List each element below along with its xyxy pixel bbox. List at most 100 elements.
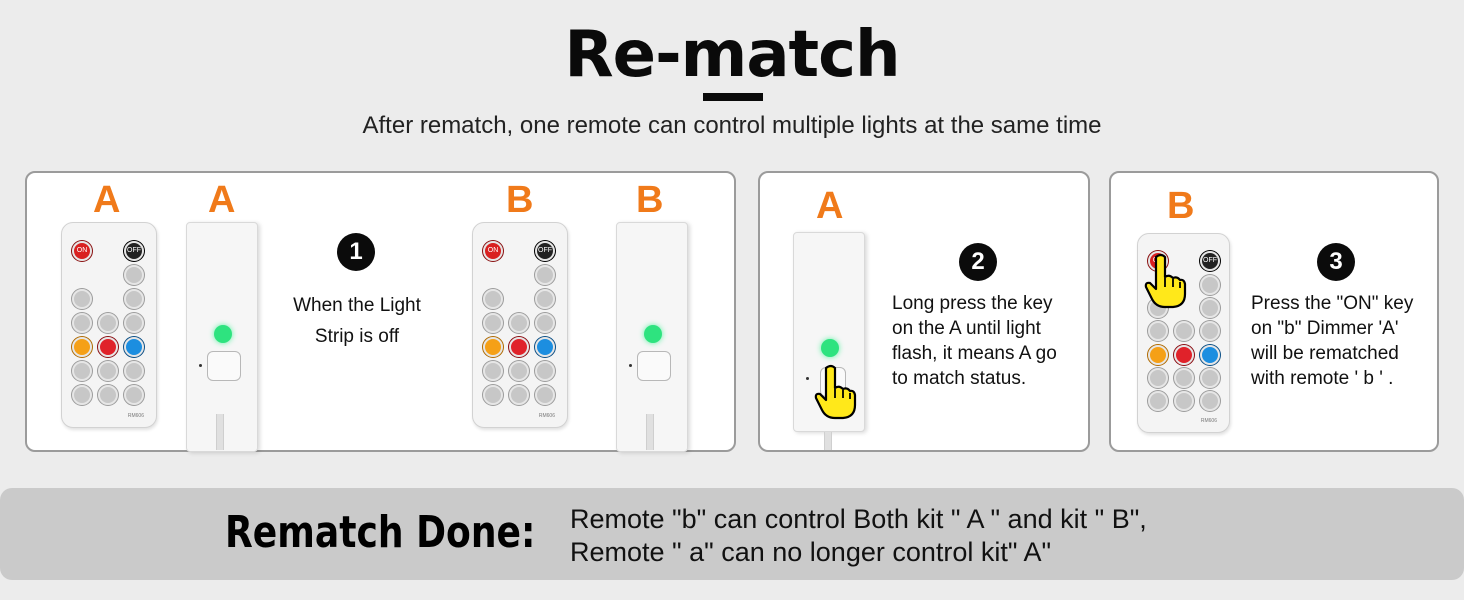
reset-hole	[629, 364, 632, 367]
remote-key	[72, 313, 92, 333]
remote-key	[1200, 298, 1220, 318]
remote-key	[535, 361, 555, 381]
controller-b-cable	[646, 414, 654, 450]
remote-key	[1148, 321, 1168, 341]
remote-key	[98, 385, 118, 405]
step-3-text-line: with remote ' b ' .	[1251, 368, 1394, 389]
remote-key	[483, 385, 503, 405]
step-3-text-line: will be rematched	[1251, 343, 1399, 364]
pointing-hand-icon	[814, 364, 857, 420]
remote-key	[1200, 275, 1220, 295]
remote-key	[535, 313, 555, 333]
remote-key	[124, 385, 144, 405]
remote-brand: RM606	[127, 413, 144, 419]
step-3-text: Press the "ON" key on "b" Dimmer 'A' wil…	[1251, 291, 1413, 391]
remote-brand: RM606	[1200, 418, 1217, 424]
remote-key	[535, 385, 555, 405]
power-off-icon: OFF	[124, 241, 144, 261]
step-2-number: 2	[959, 243, 997, 281]
remote-key	[535, 289, 555, 309]
status-led	[644, 325, 662, 343]
title-underline	[703, 93, 763, 101]
remote-key	[124, 361, 144, 381]
reset-hole	[199, 364, 202, 367]
page-title: Re-match	[564, 18, 900, 92]
remote-key	[509, 313, 529, 333]
remote-key	[1174, 368, 1194, 388]
remote-key	[1174, 345, 1194, 365]
remote-key	[72, 337, 92, 357]
step-1-number: 1	[337, 233, 375, 271]
step-2-text-line: on the A until light	[892, 318, 1041, 339]
result-banner	[0, 488, 1464, 580]
step-3-number: 3	[1317, 243, 1355, 281]
remote-key	[483, 337, 503, 357]
remote-key	[72, 289, 92, 309]
remote-key	[72, 385, 92, 405]
remote-key	[483, 289, 503, 309]
status-led	[821, 339, 839, 357]
remote-key	[1148, 368, 1168, 388]
remote-key	[483, 361, 503, 381]
controller-a-label: A	[208, 179, 236, 221]
controller-a-cable	[216, 414, 224, 450]
remote-key	[509, 361, 529, 381]
remote-key	[535, 265, 555, 285]
result-line: Remote " a" can no longer control kit" A…	[570, 537, 1052, 567]
step-1-panel: A A B B ON OFF RM606 1 When the Light Stri…	[25, 171, 736, 452]
step-3-text-line: Press the "ON" key	[1251, 293, 1414, 314]
remote-key	[1148, 391, 1168, 411]
step-2-text-line: Long press the key	[892, 293, 1053, 314]
remote-key	[509, 385, 529, 405]
pair-key	[637, 351, 671, 381]
remote-key	[124, 265, 144, 285]
remote-b-label: B	[506, 179, 534, 221]
controller-a-cable	[824, 432, 832, 450]
controller-b-label: B	[636, 179, 664, 221]
page-subtitle: After rematch, one remote can control mu…	[362, 112, 1102, 139]
power-on-icon: ON	[72, 241, 92, 261]
remote-key	[483, 313, 503, 333]
remote-key	[124, 337, 144, 357]
remote-a-label: A	[93, 179, 121, 221]
remote-key	[98, 361, 118, 381]
remote-key	[98, 337, 118, 357]
remote-key	[1200, 345, 1220, 365]
remote-key	[1200, 391, 1220, 411]
remote-b-label: B	[1167, 185, 1195, 227]
remote-key	[124, 313, 144, 333]
power-off-icon: OFF	[535, 241, 555, 261]
controller-b	[616, 222, 688, 452]
status-led	[214, 325, 232, 343]
remote-key	[1174, 321, 1194, 341]
step-2-text-line: flash, it means A go	[892, 343, 1057, 364]
remote-key	[509, 337, 529, 357]
controller-a	[186, 222, 258, 452]
power-on-icon: ON	[483, 241, 503, 261]
rematch-result-text: Remote "b" can control Both kit " A " an…	[570, 503, 1147, 569]
remote-key	[98, 313, 118, 333]
pair-key	[207, 351, 241, 381]
step-2-text: Long press the key on the A until light …	[892, 291, 1057, 391]
remote-key	[535, 337, 555, 357]
power-off-icon: OFF	[1200, 251, 1220, 271]
rematch-done-label: Rematch Done:	[225, 507, 536, 558]
step-2-panel: A 2 Long press the key on the A until li…	[758, 171, 1090, 452]
result-line: Remote "b" can control Both kit " A " an…	[570, 504, 1147, 534]
step-1-text-line: Strip is off	[314, 326, 400, 347]
step-3-text-line: on "b" Dimmer 'A'	[1251, 318, 1399, 339]
remote-key	[1200, 321, 1220, 341]
step-1-text: When the Light Strip is off	[287, 293, 427, 349]
reset-hole	[806, 377, 809, 380]
remote-a: ON OFF RM606	[61, 222, 157, 428]
remote-key	[1174, 391, 1194, 411]
remote-b: ON OFF RM606	[472, 222, 568, 428]
step-2-text-line: to match status.	[892, 368, 1027, 389]
remote-key	[72, 361, 92, 381]
remote-key	[124, 289, 144, 309]
remote-key	[1200, 368, 1220, 388]
pointing-hand-icon	[1144, 253, 1187, 309]
remote-brand: RM606	[538, 413, 555, 419]
remote-key	[1148, 345, 1168, 365]
